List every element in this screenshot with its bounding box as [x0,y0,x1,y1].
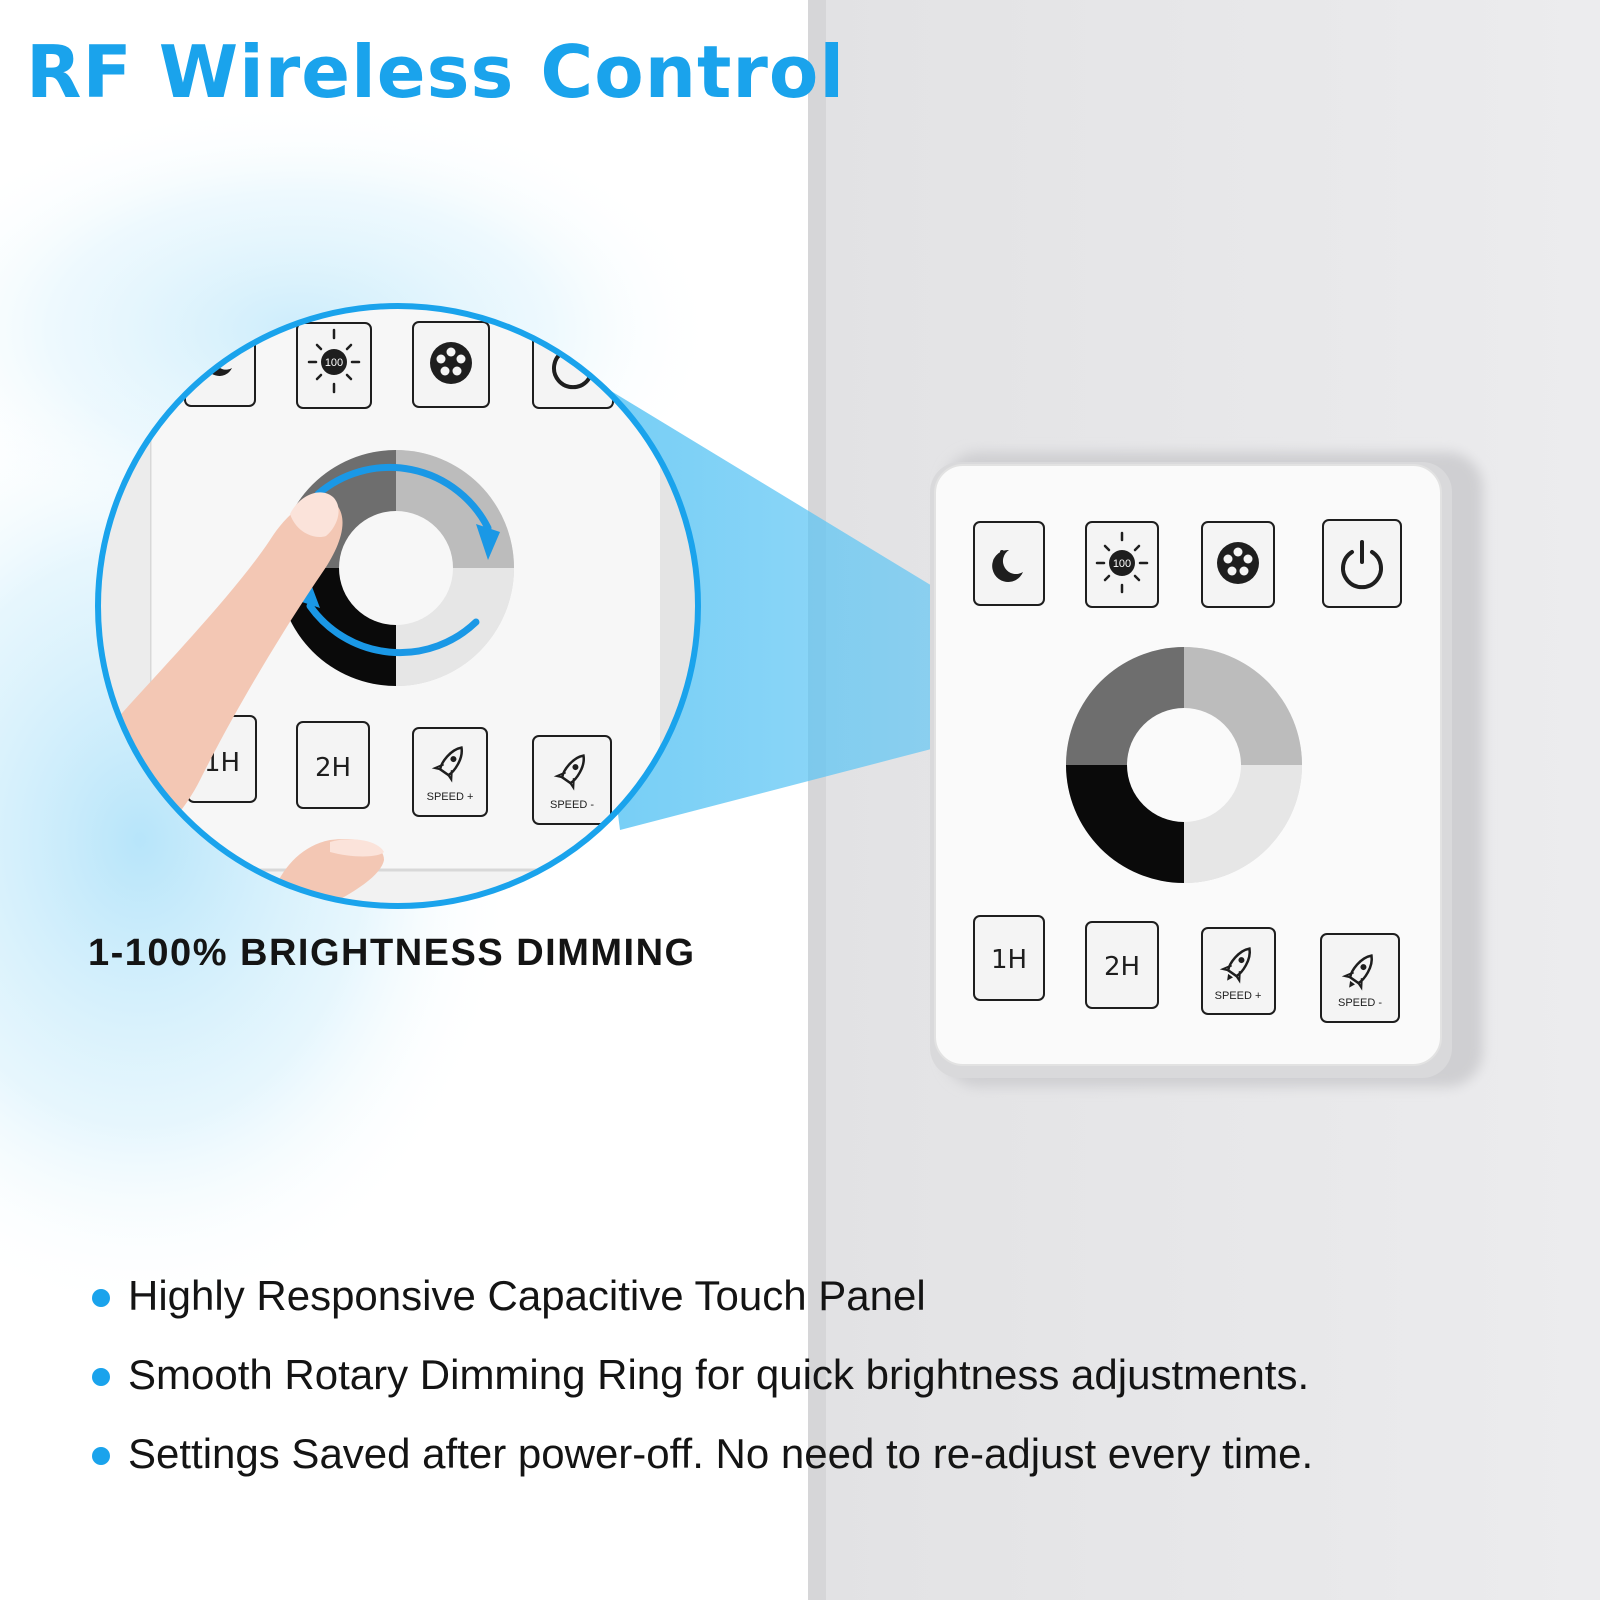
bullet-icon [92,1368,110,1386]
inset-border [95,303,701,909]
inset-speed-minus-label: SPEED - [550,799,594,811]
zoom-inset: 100 [95,303,701,909]
inset-speed-plus-label: SPEED + [427,791,474,803]
feature-item: Highly Responsive Capacitive Touch Panel [92,1272,1313,1351]
timer-1h-label: 1H [991,945,1027,975]
rocket-icon [1341,954,1373,991]
timer-2h-label: 2H [1104,952,1140,982]
rocket-icon [1219,947,1251,984]
speed-plus-label: SPEED + [1215,990,1262,1002]
scene-mode-icon [1217,542,1259,584]
inset-speed-plus-button: SPEED + [412,727,488,817]
inset-brightness-badge: 100 [325,357,343,369]
inset-speed-minus-button: SPEED - [532,735,612,825]
dimming-ring[interactable] [1066,647,1302,883]
feature-list: Highly Responsive Capacitive Touch Panel… [92,1272,1313,1509]
power-button[interactable] [1322,519,1402,608]
headline: RF Wireless Control [26,30,846,114]
inset-2h-label: 2H [315,753,351,783]
brightness-caption: 1-100% BRIGHTNESS DIMMING [88,932,696,974]
brightness-100-icon [1095,531,1149,594]
feature-text: Highly Responsive Capacitive Touch Panel [128,1272,926,1319]
speed-minus-button[interactable]: SPEED - [1320,933,1400,1023]
speed-minus-label: SPEED - [1338,997,1382,1009]
night-mode-button[interactable] [973,521,1045,606]
feature-item: Smooth Rotary Dimming Ring for quick bri… [92,1351,1313,1430]
arrow-head-1 [476,524,500,560]
feature-text: Settings Saved after power-off. No need … [128,1430,1314,1477]
feature-text: Smooth Rotary Dimming Ring for quick bri… [128,1351,1310,1398]
speed-plus-button[interactable]: SPEED + [1201,927,1276,1015]
inset-brightness-button: 100 [296,322,372,409]
wall-edge [808,0,826,1600]
rotate-arrows-icon [306,463,492,657]
touch-panel: 100 [930,452,1483,1087]
bullet-icon [92,1447,110,1465]
scene-mode-button[interactable] [1201,521,1275,608]
power-icon [1341,540,1383,590]
feature-item: Settings Saved after power-off. No need … [92,1430,1313,1509]
timer-1h-button[interactable]: 1H [973,915,1045,1001]
brightness-badge: 100 [1113,558,1131,570]
inset-2h-button: 2H [296,721,370,809]
brightness-100-button[interactable]: 100 [1085,521,1159,608]
night-mode-icon [992,549,1023,582]
inset-scene-mode-button [412,321,490,408]
bullet-icon [92,1289,110,1307]
timer-2h-button[interactable]: 2H [1085,921,1159,1009]
